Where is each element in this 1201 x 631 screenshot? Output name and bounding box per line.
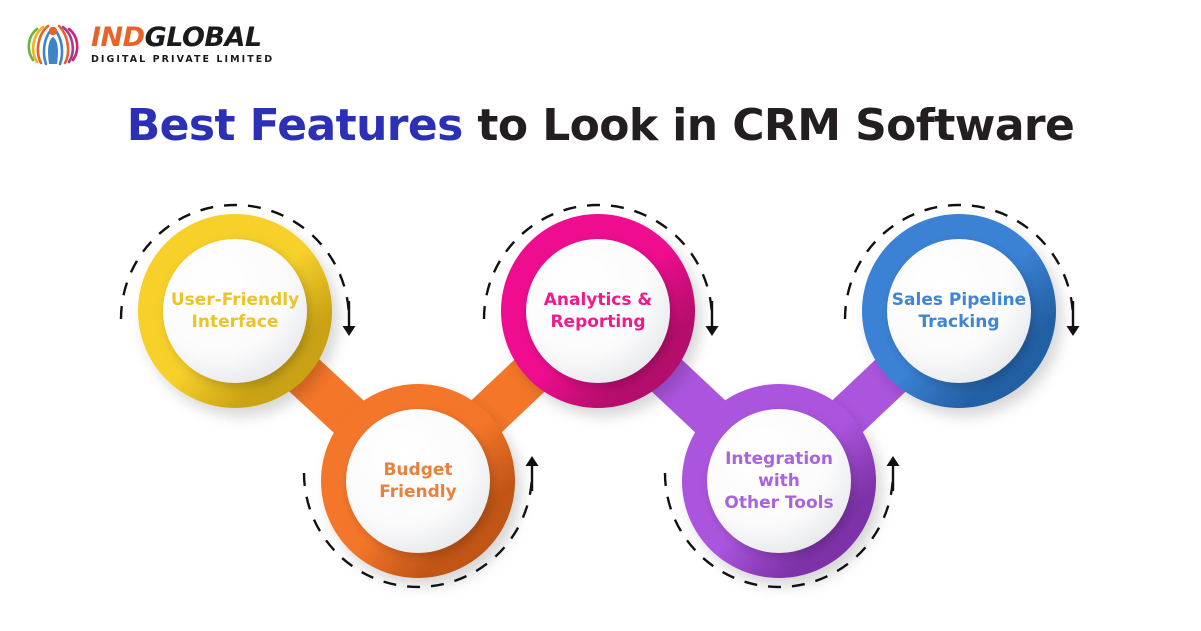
- logo-word-ind: IND: [91, 21, 145, 53]
- node-user-friendly-interface[interactable]: [138, 214, 332, 408]
- arrow-down-icon: [1066, 326, 1080, 336]
- dashed-arc: [119, 203, 351, 320]
- node-disc: [526, 239, 670, 383]
- node-sales-pipeline-tracking[interactable]: [862, 214, 1056, 408]
- colored-fan-person-icon: [27, 24, 79, 66]
- arrow-up-icon: [525, 456, 539, 466]
- dashed-arc: [843, 203, 1075, 320]
- arrow-down-icon: [705, 326, 719, 336]
- arrow-up-icon: [886, 456, 900, 466]
- page-title: Best Features to Look in CRM Software: [0, 100, 1201, 151]
- page-title-plain: to Look in CRM Software: [462, 100, 1075, 151]
- logo-tagline: DIGITAL PRIVATE LIMITED: [91, 53, 275, 65]
- node-disc: [887, 239, 1031, 383]
- logo-word-global: GLOBAL: [144, 21, 263, 53]
- dashed-arc: [482, 203, 714, 320]
- ring-group: [138, 214, 1056, 578]
- indglobal-logo: INDGLOBAL DIGITAL PRIVATE LIMITED: [24, 20, 274, 68]
- page-title-accent: Best Features: [126, 100, 464, 151]
- dashed-arc-group: [119, 203, 1080, 589]
- dashed-arc: [663, 472, 895, 589]
- logo-wordmark: INDGLOBAL DIGITAL PRIVATE LIMITED: [91, 24, 274, 65]
- dashed-arc: [302, 472, 534, 589]
- node-disc: [163, 239, 307, 383]
- node-budget-friendly[interactable]: [321, 384, 515, 578]
- node-disc: [346, 409, 490, 553]
- arrow-down-icon: [342, 326, 356, 336]
- node-integration-with-other-tools[interactable]: [682, 384, 876, 578]
- logo-main-text: INDGLOBAL: [91, 24, 274, 51]
- node-disc: [707, 409, 851, 553]
- node-analytics-reporting[interactable]: [501, 214, 695, 408]
